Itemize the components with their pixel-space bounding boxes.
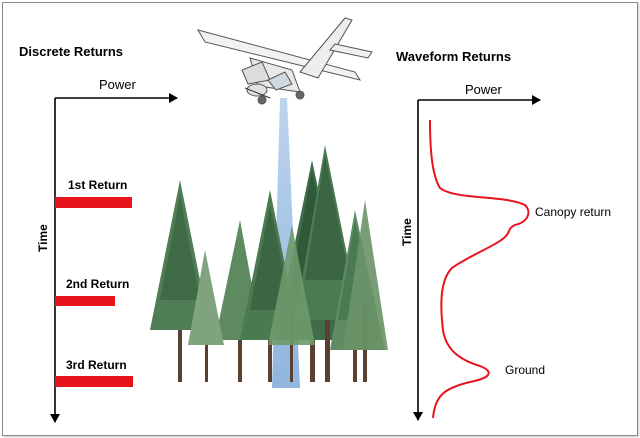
tree: [268, 225, 315, 382]
airplane-icon: [196, 17, 373, 105]
discrete-title: Discrete Returns: [19, 44, 124, 59]
waveform-power-label: Power: [465, 82, 502, 97]
discrete-axes: [50, 93, 178, 423]
ground-label: Ground: [505, 363, 546, 377]
first-return-label: 1st Return: [68, 178, 128, 192]
tree: [343, 200, 388, 382]
forest: [150, 145, 388, 382]
tree: [188, 250, 224, 382]
third-return-label: 3rd Return: [66, 358, 127, 372]
waveform-curve: [429, 119, 530, 419]
waveform-axes: [413, 95, 541, 421]
canopy-return-label: Canopy return: [535, 205, 612, 219]
third-return-bar: [55, 376, 133, 387]
discrete-time-label: Time: [36, 224, 50, 252]
waveform-title: Waveform Returns: [396, 49, 512, 64]
discrete-power-label: Power: [99, 77, 136, 92]
first-return-bar: [55, 197, 132, 208]
second-return-label: 2nd Return: [66, 277, 130, 291]
second-return-bar: [55, 296, 115, 306]
waveform-time-label: Time: [400, 218, 414, 246]
tree: [150, 180, 210, 382]
